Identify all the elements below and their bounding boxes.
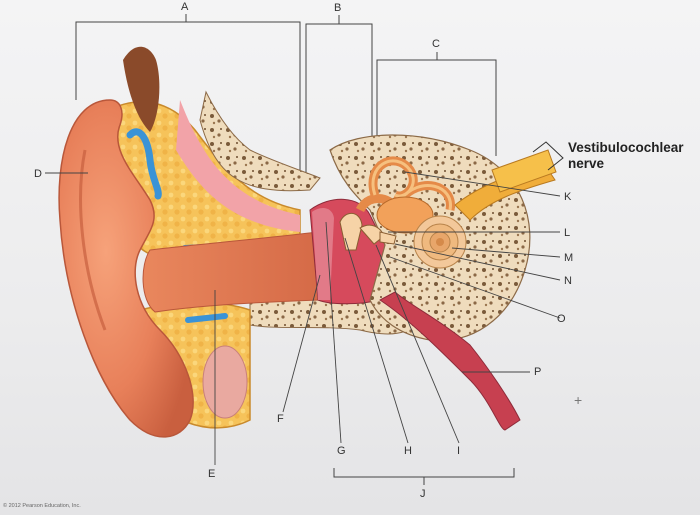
label-b: B: [334, 2, 342, 14]
bracket-lines: [75, 14, 515, 485]
nerve-bracket: [532, 141, 564, 171]
label-o: O: [557, 313, 566, 325]
label-a: A: [181, 1, 189, 13]
plus-mark: +: [574, 392, 583, 408]
label-l: L: [564, 227, 571, 239]
label-h: H: [404, 445, 412, 457]
label-f: F: [277, 413, 284, 425]
nerve-label-line1: Vestibulocochlear: [568, 140, 684, 155]
label-e: E: [208, 468, 216, 480]
label-c: C: [432, 38, 440, 50]
label-d: D: [34, 168, 42, 180]
nerve-label-line2: nerve: [568, 156, 605, 171]
label-k: K: [564, 191, 572, 203]
leader-lines: [45, 171, 561, 465]
label-j: J: [420, 488, 426, 500]
copyright-text: © 2012 Pearson Education, Inc.: [3, 503, 81, 509]
label-m: M: [564, 252, 574, 264]
label-g: G: [337, 445, 346, 457]
label-n: N: [564, 275, 572, 287]
label-i: I: [457, 445, 461, 457]
label-p: P: [534, 366, 542, 378]
